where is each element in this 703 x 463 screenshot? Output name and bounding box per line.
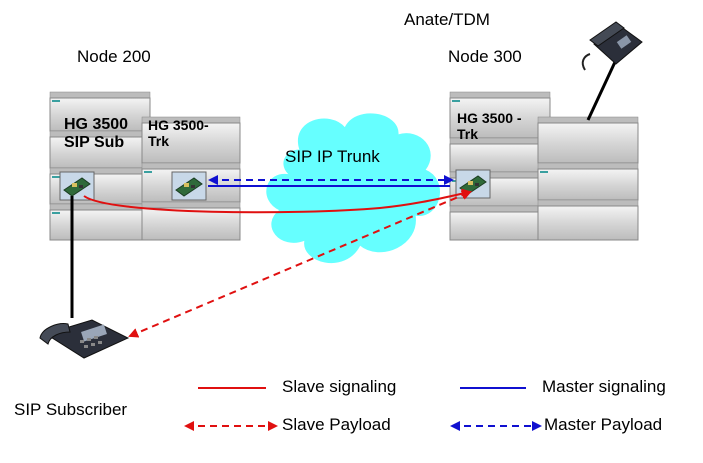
card-label-line: HG 3500 bbox=[64, 116, 129, 133]
anate-phone-connection bbox=[586, 61, 617, 121]
node-300-tdm-cabinet bbox=[537, 116, 639, 241]
anate-tdm-label: Anate/TDM bbox=[404, 10, 490, 29]
hg3500-sip-sub-card-label: HG 3500 SIP Sub bbox=[64, 116, 128, 153]
desk-phone-icon bbox=[39, 319, 130, 359]
card-label-line: SIP Sub bbox=[64, 134, 125, 152]
desk-phone-icon bbox=[581, 21, 643, 71]
legend-master-signaling-label: Master signaling bbox=[542, 377, 666, 396]
card-label-line: Trk bbox=[457, 126, 479, 143]
legend-master-payload-label: Master Payload bbox=[544, 415, 663, 434]
sip-subscriber-label: SIP Subscriber bbox=[14, 400, 128, 419]
ip-network-cloud bbox=[266, 113, 440, 263]
node-200-label: Node 200 bbox=[77, 47, 151, 66]
circuit-board-icon bbox=[59, 171, 95, 201]
hg3500-trk-node300-card-label: HG 3500 - Trk bbox=[457, 110, 522, 142]
legend-slave-signaling-label: Slave signaling bbox=[282, 377, 397, 396]
hg3500-trk-node200-card-label: HG 3500- Trk bbox=[148, 117, 209, 149]
node-300-label: Node 300 bbox=[448, 47, 522, 66]
circuit-board-icon bbox=[171, 171, 207, 201]
sip-ip-trunk-label: SIP IP Trunk bbox=[285, 147, 380, 166]
card-label-line: HG 3500 - bbox=[457, 110, 522, 126]
slave-payload-line bbox=[128, 190, 472, 338]
card-label-line: HG 3500- bbox=[148, 117, 209, 133]
card-label-line: Trk bbox=[148, 133, 170, 150]
cabinet-shelf bbox=[49, 130, 151, 169]
node-200-cabinet bbox=[49, 91, 151, 241]
legend-slave-payload-label: Slave Payload bbox=[282, 415, 391, 434]
cabinet-shelf bbox=[49, 91, 151, 132]
cabinet-shelf bbox=[49, 203, 151, 241]
